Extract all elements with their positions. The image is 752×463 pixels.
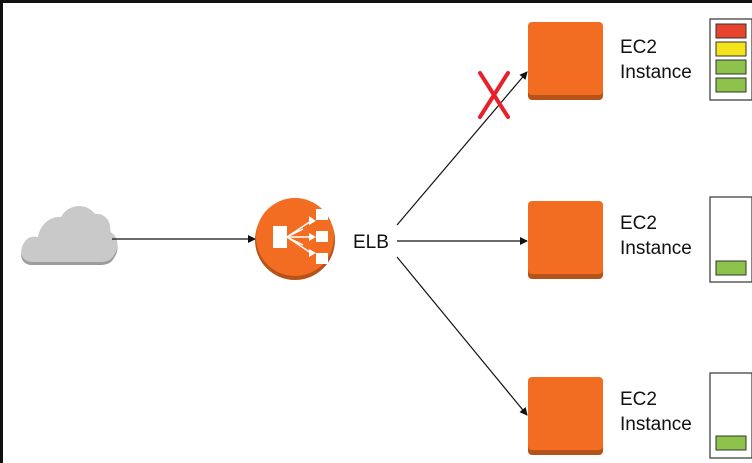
cloud-icon: [21, 206, 118, 265]
instance-3-label-line1: EC2: [620, 389, 657, 410]
instance-3-load-meter: [709, 372, 752, 459]
instance-2-load-meter: [709, 196, 752, 283]
ec2-instance-icon: [528, 22, 603, 100]
load-segment-green: [715, 77, 747, 93]
instance-2-label-line2: Instance: [620, 238, 692, 259]
instance-3-label-line2: Instance: [620, 414, 692, 435]
load-segment-red: [715, 23, 747, 39]
instance-2-label-line1: EC2: [620, 213, 657, 234]
ec2-instance-icon: [528, 377, 603, 455]
load-segment-green: [715, 260, 747, 276]
instance-1-load-meter: [709, 18, 752, 101]
elb-label: ELB: [353, 232, 389, 253]
elb-icon: [255, 198, 335, 280]
elb-to-instance-3-arrow: [396, 256, 528, 416]
elb-to-instance-1-arrow: [396, 71, 528, 226]
instance-1-label-line2: Instance: [620, 62, 692, 83]
load-segment-green: [715, 59, 747, 75]
red-x-icon: [478, 71, 510, 119]
load-segment-yellow: [715, 41, 747, 57]
load-segment-green: [715, 435, 747, 451]
ec2-instance-icon: [528, 201, 603, 279]
instance-1-label-line1: EC2: [620, 37, 657, 58]
